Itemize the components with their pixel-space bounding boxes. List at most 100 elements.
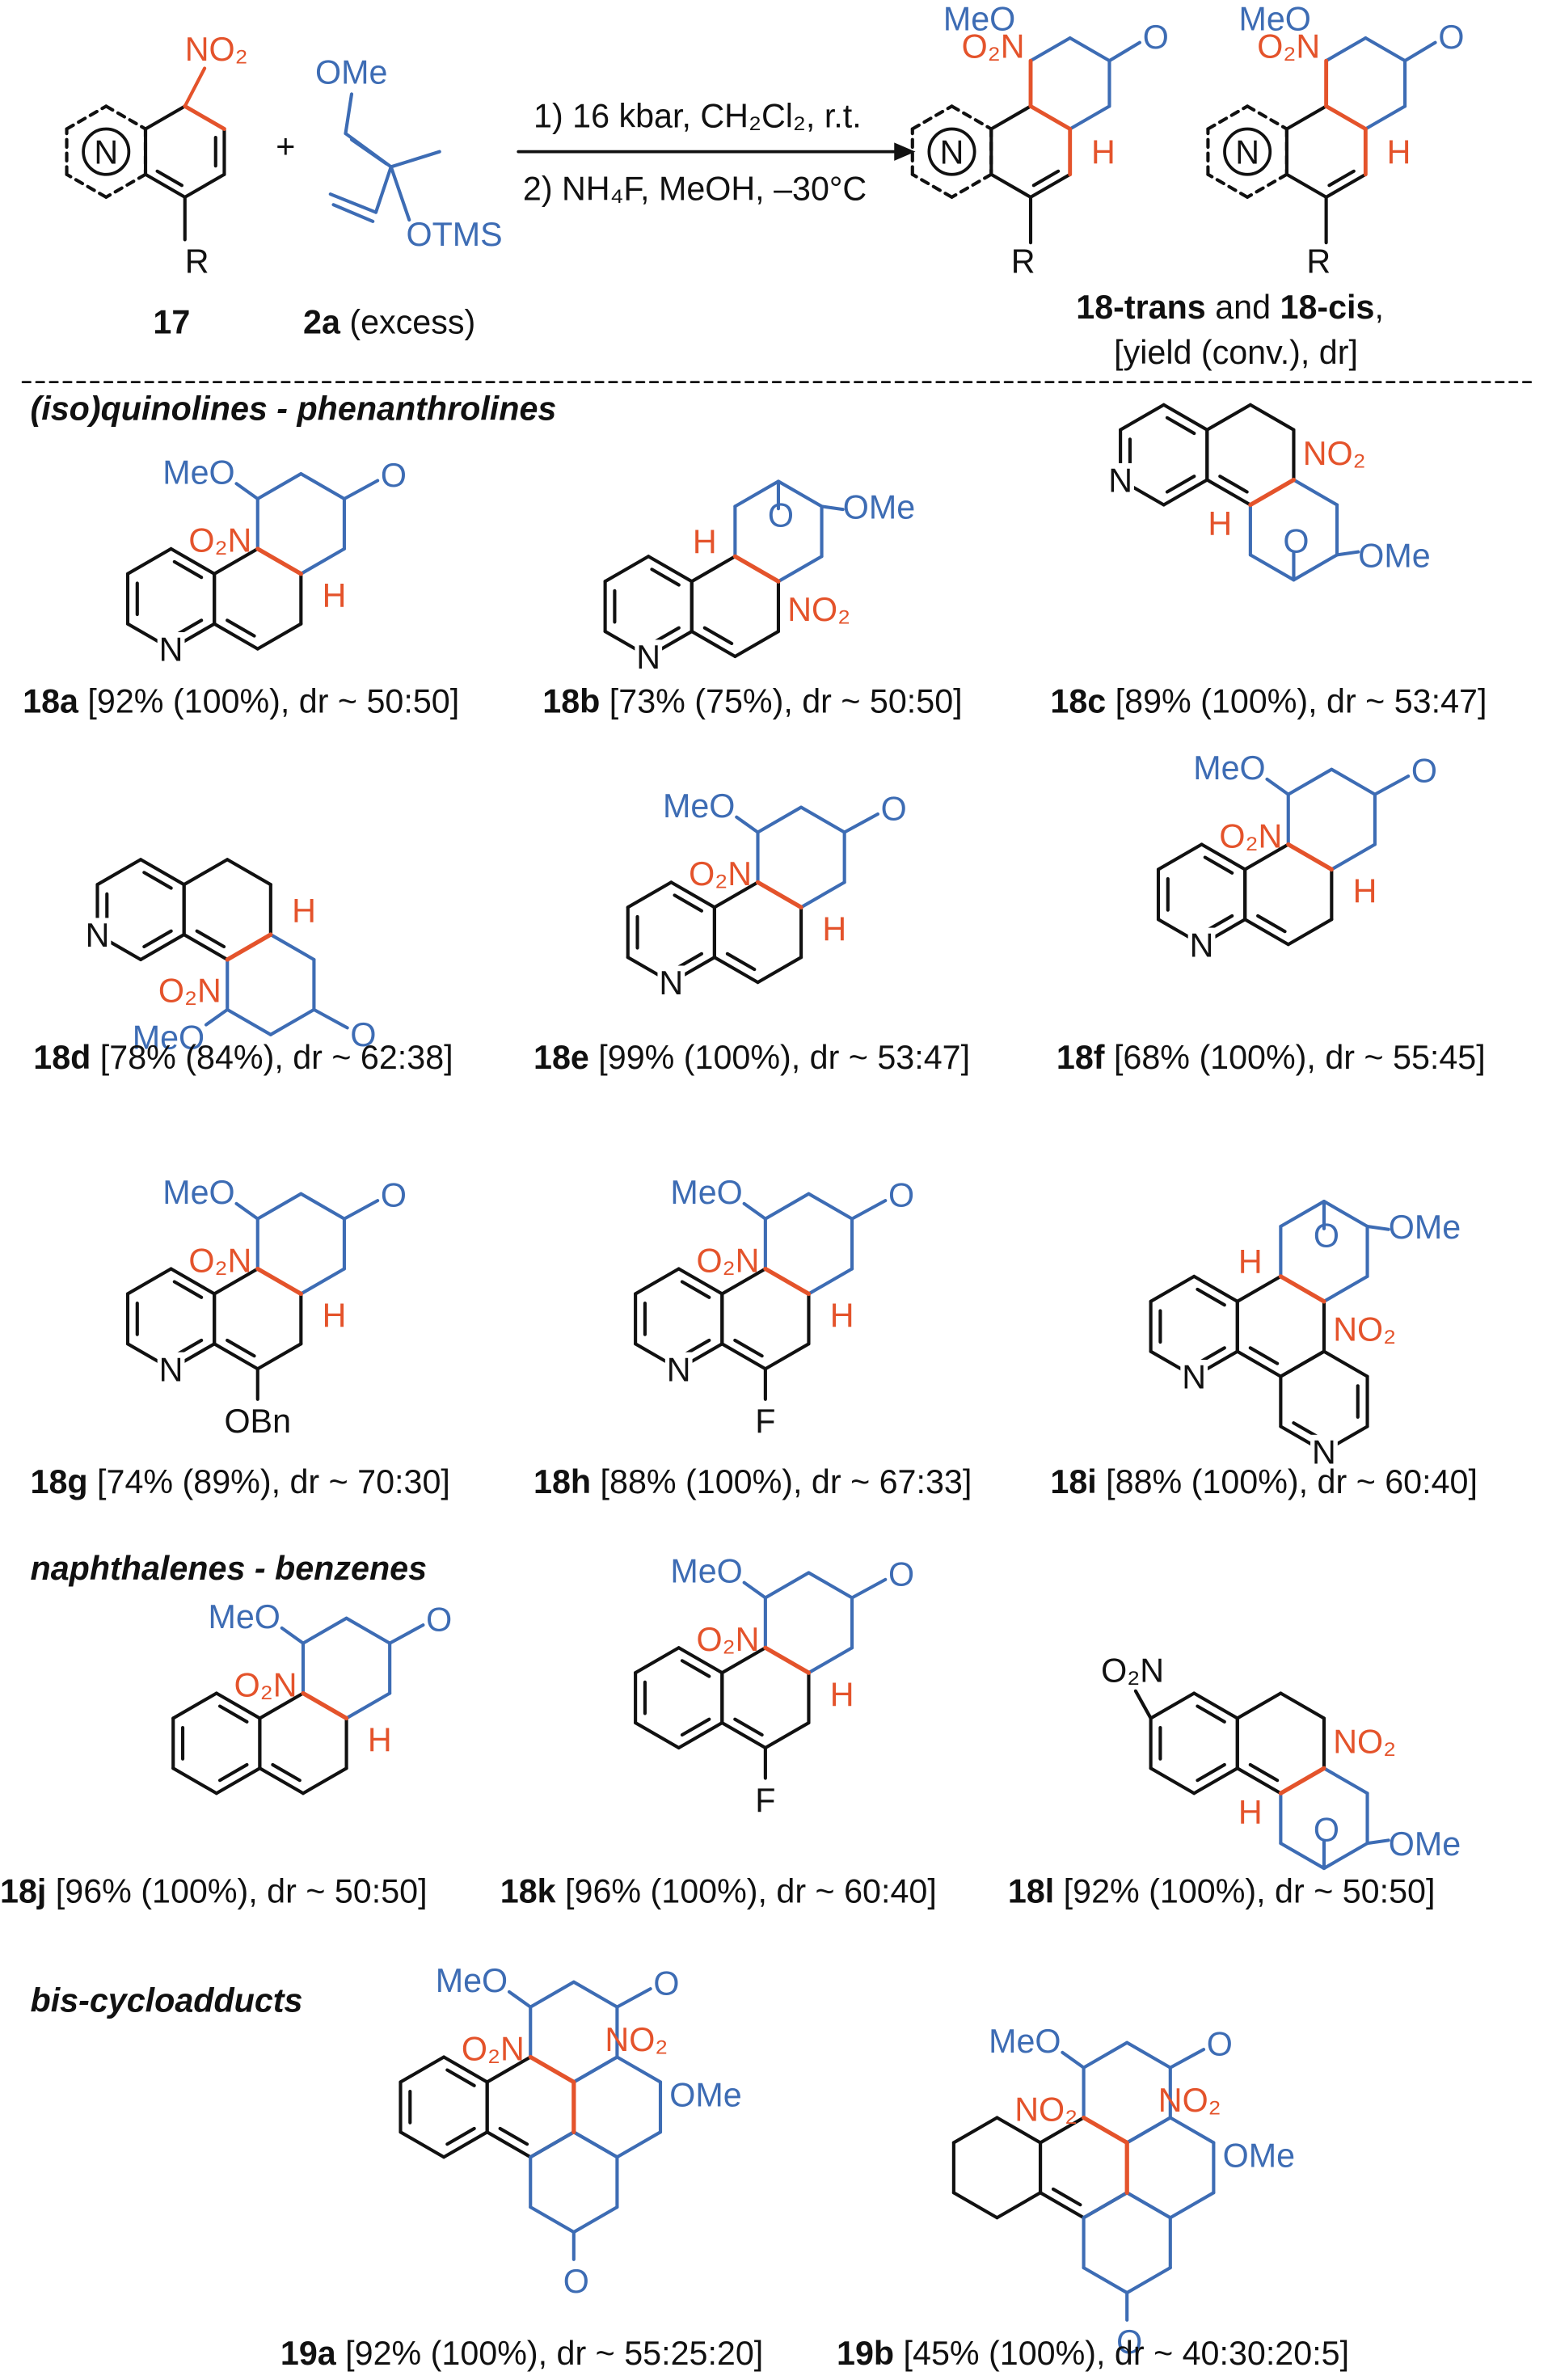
product-trans-dashed-ring — [950, 172, 993, 199]
cyclohexanone-ring — [1248, 553, 1296, 582]
compound-id: 19b — [837, 2335, 894, 2372]
product-ring-n: N — [940, 134, 964, 171]
product-cis-ring — [1284, 172, 1328, 199]
methoxy-label: MeO — [208, 1598, 280, 1635]
aromatic-ring-a — [634, 1721, 681, 1750]
aromatic-ring-a-double-bond — [1196, 1762, 1226, 1783]
diene-bond — [389, 165, 411, 222]
product-cis-ring-double-bond — [1327, 169, 1356, 188]
ring-fusion-bond — [1082, 2115, 1129, 2146]
cyclohexanone-ring — [799, 880, 846, 909]
product-h-label: H — [1387, 134, 1411, 171]
aromatic-ring-a — [442, 2055, 489, 2084]
diene-bond — [328, 192, 378, 214]
carbonyl-bond — [342, 479, 380, 501]
lower-ring — [1125, 2191, 1172, 2220]
aromatic-ring-a — [1200, 842, 1247, 871]
aromatic-ring-a — [1192, 1766, 1239, 1796]
carbonyl-o-label: O — [1314, 1217, 1339, 1254]
product-ring-n: N — [1235, 134, 1259, 171]
compound-result: [73% (75%), dr ~ 50:50] — [600, 682, 962, 719]
product-trans-cyclohexanone-ring — [1068, 104, 1111, 131]
methoxy-label: OMe — [1389, 1825, 1461, 1863]
aromatic-ring-b — [182, 933, 230, 962]
aromatic-ring-a-double-bond — [1165, 416, 1196, 436]
carbonyl-o-label: O — [381, 1177, 407, 1214]
product-trans-ring — [989, 172, 1033, 199]
methoxy-label: OMe — [1389, 1209, 1461, 1246]
carbonyl-o-label: O — [381, 457, 407, 494]
aromatic-ring-a — [1149, 1274, 1196, 1303]
cyclohexanone-ring — [1279, 1200, 1326, 1229]
nitro-label: O₂N — [696, 1621, 759, 1658]
cyclohexanone-ring — [756, 805, 803, 834]
cyclohexanone-ring — [529, 1980, 576, 2009]
ring-fusion-bond — [1278, 1766, 1326, 1796]
aromatic-ring-a-double-bond — [217, 1762, 249, 1783]
aromatic-ring-a — [139, 858, 186, 887]
methoxy-bond — [742, 1580, 767, 1600]
second-methoxy-label: OMe — [669, 2076, 741, 2113]
aromatic-ring-a — [139, 933, 186, 962]
compound-caption: 19b [45% (100%), dr ~ 40:30:20:5] — [837, 2335, 1349, 2372]
cyclohexanone-ring — [763, 1571, 811, 1600]
product-h-label: H — [1091, 134, 1116, 171]
aromatic-ring-b — [1205, 478, 1252, 507]
compound-caption: 18e [99% (100%), dr ~ 53:47] — [534, 1039, 970, 1076]
aromatic-ring-a — [677, 1267, 724, 1296]
compound-result: [92% (100%), dr ~ 50:50] — [78, 682, 459, 719]
carbonyl-bond — [1107, 40, 1142, 63]
aromatic-ring-b — [712, 880, 760, 909]
cyclohexanone-ring — [1330, 767, 1377, 796]
aromatic-ring-b-double-bond — [733, 1338, 764, 1358]
substituent-label: F — [755, 1782, 775, 1819]
compound-result: [88% (100%), dr ~ 60:40] — [1097, 1463, 1478, 1500]
carbonyl-bond — [850, 1199, 888, 1221]
product-comma: , — [1374, 289, 1383, 326]
aromatic-ring-b — [1235, 1349, 1283, 1378]
product-cis-ring — [1284, 104, 1328, 131]
cyclohexanone-ring — [299, 1267, 346, 1296]
compound-result: [68% (100%), dr ~ 55:45] — [1105, 1039, 1486, 1076]
aromatic-ring-a — [1162, 478, 1209, 507]
aromatic-ring-a-double-bond — [1196, 1704, 1226, 1724]
diene-caption: 2a (excess) — [303, 304, 475, 341]
new-bond — [1324, 103, 1368, 131]
product-o2n-label: O₂N — [1257, 27, 1320, 65]
lower-ring — [1082, 2266, 1129, 2295]
aromatic-ring-b-double-bond — [226, 618, 256, 638]
hydrogen-label: H — [323, 577, 347, 614]
diene-double-bond — [349, 137, 389, 166]
methoxy-bond — [234, 1201, 259, 1221]
aromatic-ring-b — [1235, 1766, 1283, 1796]
compound-id: 18k — [500, 1872, 556, 1909]
aromatic-ring-a — [1192, 1274, 1239, 1303]
aromatic-ring-a — [634, 1646, 681, 1675]
methoxy-bond — [280, 1626, 306, 1645]
compound-result: [92% (100%), dr ~ 55:25:20] — [336, 2335, 764, 2372]
diene-bond — [389, 150, 441, 169]
n-mask — [157, 1352, 185, 1386]
compound-result: [88% (100%), dr ~ 67:33] — [591, 1463, 972, 1500]
aromatic-ring-b — [712, 956, 760, 985]
aromatic-ring-b — [213, 622, 259, 651]
substrate-benzo-ring — [183, 172, 226, 199]
aromatic-ring-b — [720, 1267, 767, 1296]
nitro-label: NO₂ — [1333, 1311, 1396, 1348]
aromatic-ring-b — [733, 630, 781, 659]
aromatic-ring-a-double-bond — [680, 1280, 711, 1299]
aromatic-ring-a — [626, 880, 673, 909]
hydrogen-label: H — [830, 1676, 854, 1713]
pyridine-ring-d — [1322, 1349, 1369, 1378]
aromatic-ring-b — [763, 1342, 811, 1371]
aromatic-ring-b — [1248, 403, 1296, 432]
ring-nitrogen-label: N — [667, 1351, 691, 1388]
ring-fusion-bond — [1286, 842, 1334, 872]
substrate-benzo-ring — [143, 104, 187, 131]
lower-ring — [571, 2130, 619, 2159]
carbonyl-bond — [615, 1987, 652, 2009]
compound-id: 18h — [534, 1463, 591, 1500]
aryl-nitro-label: O₂N — [1101, 1652, 1164, 1689]
cyclohexanone-ring — [1279, 1842, 1326, 1871]
methoxy-bond — [735, 815, 760, 834]
